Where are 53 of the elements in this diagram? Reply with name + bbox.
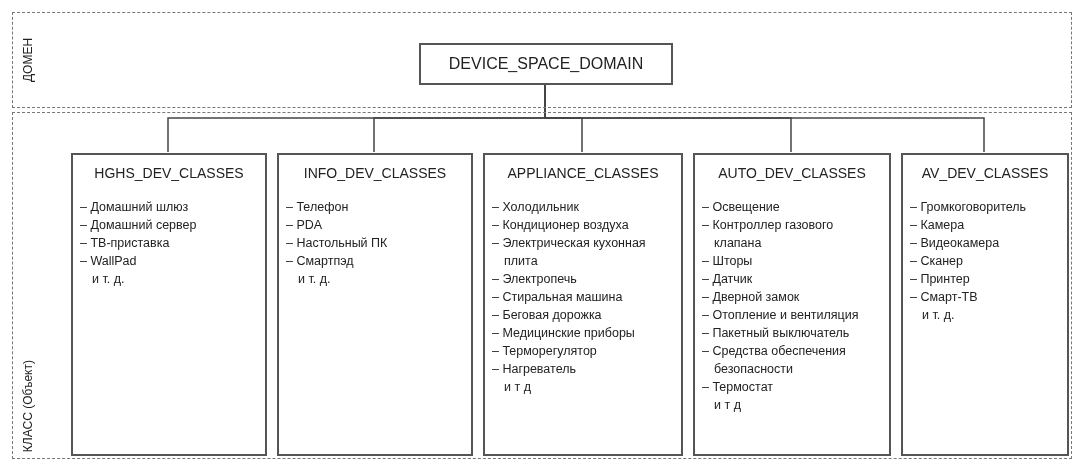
etc-note: и т. д. xyxy=(921,307,956,324)
list-item: – Домашний шлюз xyxy=(80,199,190,216)
class-title: INFO_DEV_CLASSES xyxy=(302,164,448,183)
list-item: – Кондиционер воздуха xyxy=(492,217,630,234)
list-item: – Датчик xyxy=(702,271,754,288)
list-item: – Шторы xyxy=(702,253,754,270)
list-item: – Освещение xyxy=(702,199,781,216)
list-item: – Нагреватель xyxy=(492,361,577,378)
band-label: КЛАСС (Объект) xyxy=(20,359,36,452)
list-item: – Телефон xyxy=(286,199,350,216)
list-item: – WallPad xyxy=(80,253,138,270)
list-item: – Видеокамера xyxy=(910,235,1001,252)
etc-note: и т. д. xyxy=(297,271,332,288)
list-item: – Отопление и вентиляция xyxy=(702,307,860,324)
list-item: – Беговая дорожка xyxy=(492,307,603,324)
list-item: – PDA xyxy=(286,217,324,234)
list-item: – Громкоговоритель xyxy=(910,199,1028,216)
etc-note: и т д xyxy=(713,397,742,414)
list-item: – Домашний сервер xyxy=(80,217,198,234)
domain-box xyxy=(419,43,673,85)
dashed-band xyxy=(12,12,1072,108)
list-item: – Дверной замок xyxy=(702,289,801,306)
domain-title: DEVICE_SPACE_DOMAIN xyxy=(448,54,644,74)
list-item: – Средства обеспечения безопасности xyxy=(702,343,847,378)
class-title: APPLIANCE_CLASSES xyxy=(506,164,660,183)
etc-note: и т д xyxy=(503,379,532,396)
class-box xyxy=(71,153,267,456)
list-item: – Холодильник xyxy=(492,199,580,216)
class-box xyxy=(693,153,891,456)
band-label: ДОМЕН xyxy=(20,37,36,83)
list-item: – Контроллер газового клапана xyxy=(702,217,835,252)
list-item: – ТВ-приставка xyxy=(80,235,171,252)
class-box xyxy=(483,153,683,456)
etc-note: и т. д. xyxy=(91,271,126,288)
list-item: – Настольный ПК xyxy=(286,235,389,252)
list-item: – Сканер xyxy=(910,253,964,270)
list-item: – Терморегулятор xyxy=(492,343,598,360)
class-box xyxy=(901,153,1069,456)
class-title: HGHS_DEV_CLASSES xyxy=(93,164,245,183)
class-box xyxy=(277,153,473,456)
list-item: – Медицинские приборы xyxy=(492,325,636,342)
list-item: – Смарт-ТВ xyxy=(910,289,979,306)
list-item: – Принтер xyxy=(910,271,971,288)
dashed-band xyxy=(12,112,1072,459)
class-title: AUTO_DEV_CLASSES xyxy=(717,164,867,183)
list-item: – Электропечь xyxy=(492,271,578,288)
list-item: – Электрическая кухонная плита xyxy=(492,235,647,270)
list-item: – Камера xyxy=(910,217,966,234)
list-item: – Пакетный выключатель xyxy=(702,325,851,342)
list-item: – Термостат xyxy=(702,379,775,396)
class-title: AV_DEV_CLASSES xyxy=(920,164,1050,183)
list-item: – Смартпэд xyxy=(286,253,355,270)
list-item: – Стиральная машина xyxy=(492,289,624,306)
